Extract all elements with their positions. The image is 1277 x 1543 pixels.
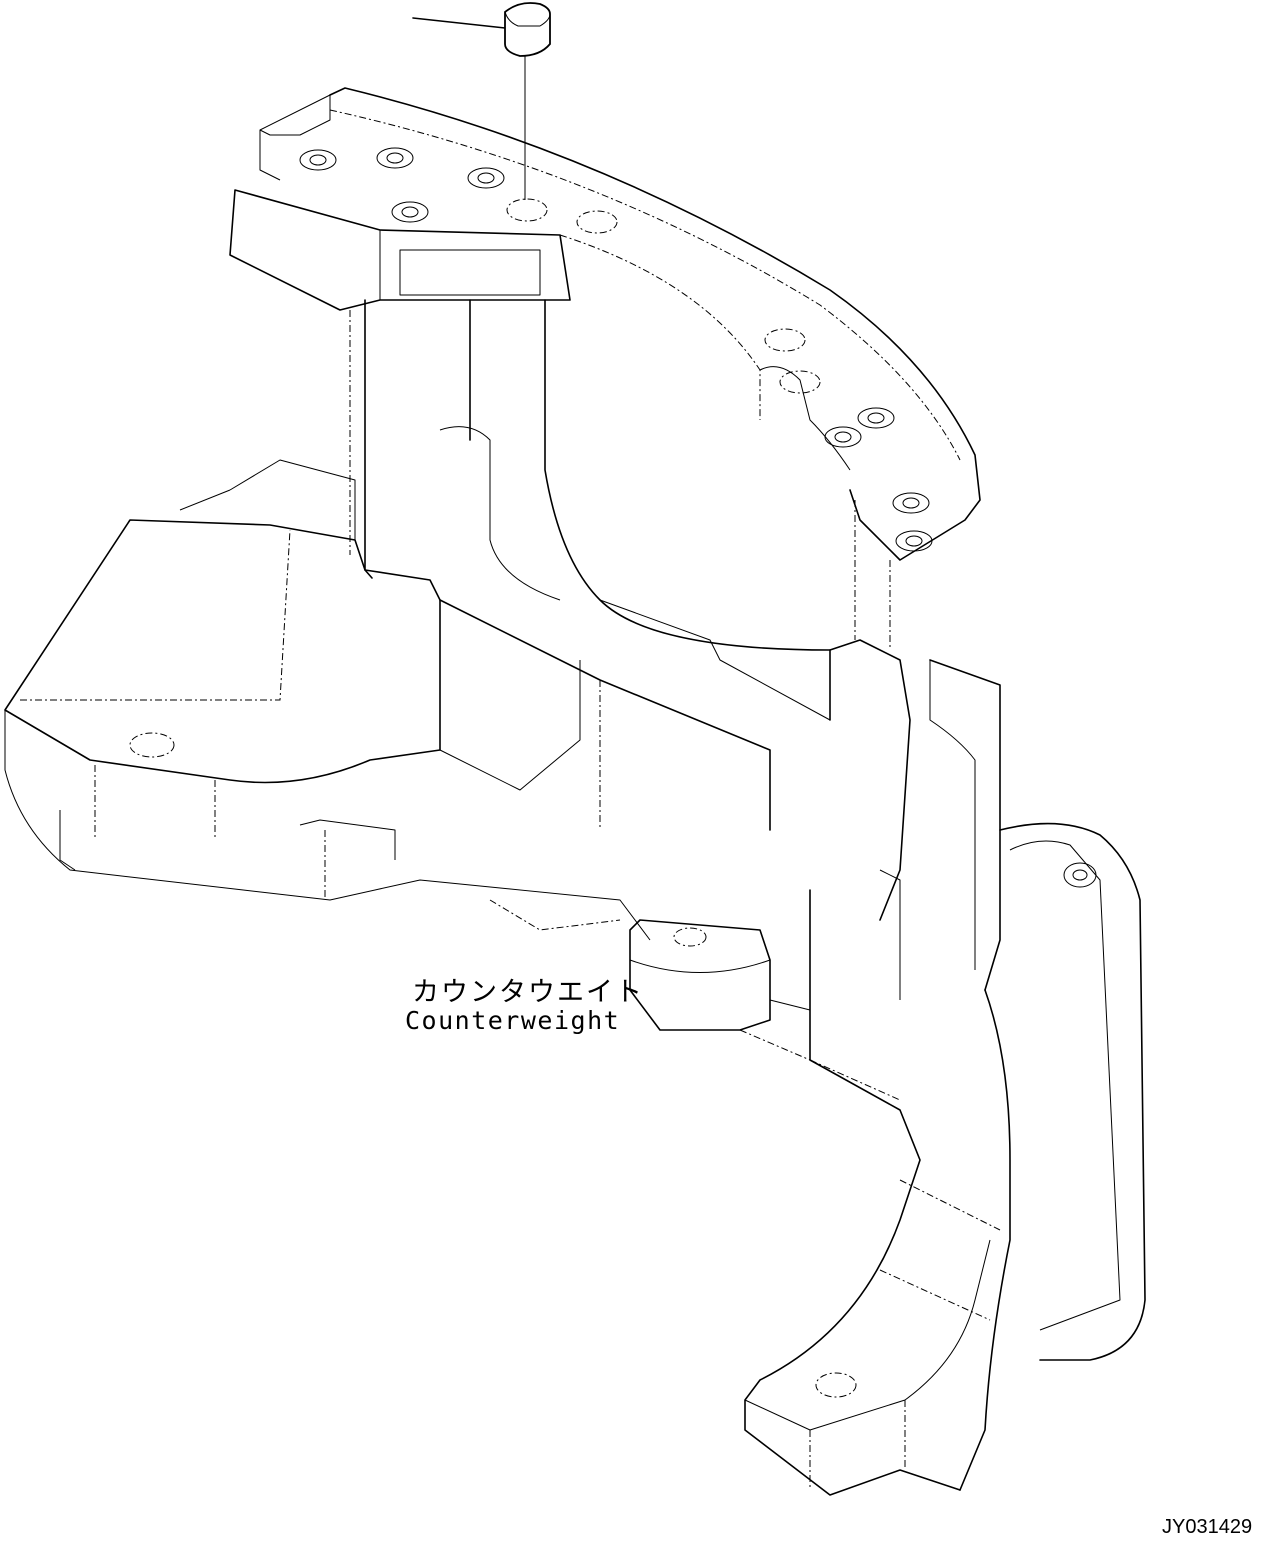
lower-arm bbox=[744, 889, 1011, 1496]
cap-part-icon bbox=[412, 2, 551, 200]
right-arm bbox=[829, 500, 1146, 1361]
lower-pad bbox=[629, 919, 901, 1101]
figure-id: JY031429 bbox=[1162, 1516, 1253, 1538]
left-body bbox=[4, 459, 651, 941]
mounting-holes bbox=[299, 147, 933, 552]
center-column bbox=[349, 299, 831, 721]
top-plate bbox=[229, 87, 981, 561]
part-label-japanese: カウンタウエイト bbox=[412, 977, 644, 1008]
middle-block bbox=[439, 599, 831, 931]
part-label-english: Counterweight bbox=[405, 1006, 621, 1035]
